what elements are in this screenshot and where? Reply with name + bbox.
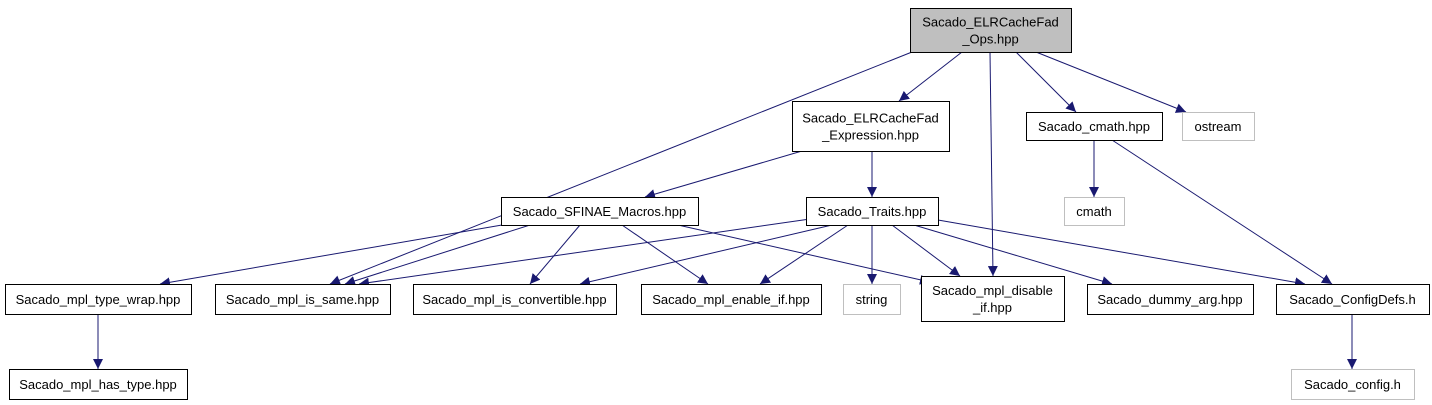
- edge-traits-to-isconv: [579, 224, 833, 287]
- node-label: Sacado_mpl_is_same.hpp: [226, 292, 379, 307]
- node-label: Sacado_mpl_has_type.hpp: [19, 377, 177, 392]
- edges-layer: [93, 51, 1357, 369]
- node-enableif[interactable]: Sacado_mpl_enable_if.hpp: [641, 284, 822, 315]
- node-box: [501, 197, 699, 226]
- node-label: Sacado_mpl_disable: [932, 283, 1053, 298]
- node-expr[interactable]: Sacado_ELRCacheFad _Expression.hpp: [792, 101, 950, 152]
- edge-ops-to-expr: [898, 51, 963, 102]
- node-disableif[interactable]: Sacado_mpl_disable _if.hpp: [921, 276, 1065, 322]
- node-label: Sacado_ConfigDefs.h: [1289, 292, 1415, 307]
- node-label: Sacado_mpl_enable_if.hpp: [652, 292, 810, 307]
- node-ops[interactable]: Sacado_ELRCacheFad _Ops.hpp: [910, 8, 1072, 53]
- node-box: [921, 276, 1065, 322]
- node-box: [1291, 369, 1415, 400]
- node-cmathhpp[interactable]: Sacado_cmath.hpp: [1026, 112, 1163, 141]
- node-sfinae[interactable]: Sacado_SFINAE_Macros.hpp: [501, 197, 699, 226]
- node-label: Sacado_SFINAE_Macros.hpp: [513, 204, 686, 219]
- node-label: Sacado_ELRCacheFad: [802, 111, 939, 126]
- node-issame[interactable]: Sacado_mpl_is_same.hpp: [215, 284, 391, 315]
- node-cmath[interactable]: cmath: [1064, 197, 1125, 226]
- edge-sfinae-to-isconv: [529, 224, 581, 285]
- node-configdefs[interactable]: Sacado_ConfigDefs.h: [1276, 284, 1430, 315]
- node-typewrap[interactable]: Sacado_mpl_type_wrap.hpp: [5, 284, 192, 315]
- node-traits[interactable]: Sacado_Traits.hpp: [806, 197, 939, 226]
- node-box: [1182, 112, 1255, 141]
- edge-ops-to-disableif: [987, 51, 998, 277]
- edge-expr-to-sfinae: [644, 150, 803, 199]
- node-box: [5, 284, 192, 315]
- node-box: [215, 284, 391, 315]
- node-label: cmath: [1076, 204, 1111, 219]
- node-label: Sacado_ELRCacheFad: [922, 15, 1059, 30]
- node-label: _Ops.hpp: [961, 32, 1018, 47]
- nodes-layer: Sacado_ELRCacheFad_Ops.hppSacado_ELRCach…: [5, 8, 1430, 400]
- node-box: [413, 284, 617, 315]
- node-label: _if.hpp: [972, 300, 1012, 315]
- node-box: [910, 8, 1072, 53]
- node-ostream[interactable]: ostream: [1182, 112, 1255, 141]
- node-box: [843, 284, 901, 315]
- node-box: [792, 101, 950, 152]
- edge-sfinae-to-enableif: [621, 224, 709, 285]
- node-label: _Expression.hpp: [821, 128, 919, 143]
- node-box: [1276, 284, 1430, 315]
- node-label: Sacado_mpl_is_convertible.hpp: [422, 292, 606, 307]
- node-box: [1087, 284, 1254, 315]
- node-dummy[interactable]: Sacado_dummy_arg.hpp: [1087, 284, 1254, 315]
- node-label: Sacado_config.h: [1304, 377, 1401, 392]
- node-box: [1064, 197, 1125, 226]
- node-label: Sacado_mpl_type_wrap.hpp: [16, 292, 181, 307]
- edge-sfinae-to-issame: [344, 224, 531, 286]
- node-hastype[interactable]: Sacado_mpl_has_type.hpp: [9, 369, 188, 400]
- node-label: ostream: [1195, 119, 1242, 134]
- node-label: Sacado_cmath.hpp: [1038, 119, 1150, 134]
- edge-traits-to-dummy: [913, 224, 1113, 286]
- node-label: Sacado_Traits.hpp: [818, 204, 927, 219]
- node-string[interactable]: string: [843, 284, 901, 315]
- edge-traits-to-configdefs: [937, 219, 1306, 288]
- edge-traits-to-disableif: [891, 224, 961, 277]
- edge-sfinae-to-disableif: [677, 224, 931, 285]
- node-box: [641, 284, 822, 315]
- node-box: [1026, 112, 1163, 141]
- edge-ops-to-cmathhpp: [1015, 51, 1077, 113]
- edge-ops-to-issame: [329, 51, 913, 285]
- node-isconv[interactable]: Sacado_mpl_is_convertible.hpp: [413, 284, 617, 315]
- node-box: [806, 197, 939, 226]
- edge-sfinae-to-typewrap: [159, 224, 503, 288]
- node-box: [9, 369, 188, 400]
- edge-ops-to-ostream: [1035, 51, 1187, 113]
- edge-traits-to-enableif: [759, 224, 849, 285]
- node-label: string: [856, 292, 888, 307]
- node-config[interactable]: Sacado_config.h: [1291, 369, 1415, 400]
- node-label: Sacado_dummy_arg.hpp: [1097, 292, 1242, 307]
- edge-traits-to-issame: [358, 218, 811, 288]
- edge-cmathhpp-to-configdefs: [1111, 139, 1333, 285]
